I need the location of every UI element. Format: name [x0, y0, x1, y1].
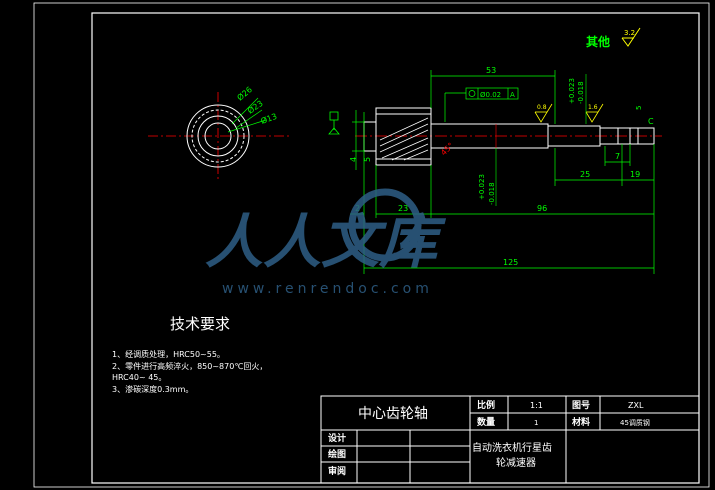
dim-53-lines	[430, 70, 556, 124]
dim-53: 53	[486, 66, 496, 75]
tol-lower-1: -0.018	[577, 81, 585, 104]
dim-23: 23	[398, 204, 408, 213]
tech-item-2: 2、零件进行高频淬火，850~870℃回火，	[112, 361, 267, 371]
other-roughness-label: 其他	[586, 34, 610, 49]
dim-5: 5	[363, 157, 372, 162]
material-label: 材料	[571, 416, 590, 428]
dim-5-top: 5	[635, 106, 643, 110]
assembly-line-2: 轮减速器	[496, 456, 536, 469]
watermark: 人人文库 www.renrendoc.com	[205, 188, 447, 297]
dim-phi13: Ø13	[259, 111, 278, 126]
tol-lower-2: -0.018	[488, 182, 496, 205]
watermark-url: www.renrendoc.com	[222, 281, 433, 297]
dim-96: 96	[537, 204, 547, 213]
assembly-line-1: 自动洗衣机行星齿	[472, 441, 552, 454]
tolerance-frame	[444, 87, 519, 122]
dim-7: 7	[615, 152, 620, 161]
dim-45: 45°	[439, 141, 455, 157]
roughness-symbol-1	[534, 103, 553, 123]
tech-item-1: 1、经调质处理，HRC50~55。	[112, 349, 225, 359]
tech-item-3: HRC40~ 45。	[112, 373, 166, 382]
tol-upper-1: +0.023	[568, 78, 576, 104]
roughness-symbol-other	[621, 27, 641, 47]
qty-label: 数量	[477, 416, 495, 428]
scale-label: 比例	[477, 399, 495, 411]
roughness-value-1: 0.8	[537, 104, 547, 111]
outer-frame	[33, 2, 710, 488]
drawing-no-value: ZXL	[628, 401, 644, 410]
tech-item-4: 3、渗碳深度0.3mm。	[112, 384, 193, 394]
dim-19: 19	[630, 170, 640, 179]
design-label: 设计	[328, 432, 346, 444]
dim-25: 25	[580, 170, 590, 179]
gear-teeth-hatch	[379, 117, 429, 161]
dim-125: 125	[503, 258, 518, 267]
tolerance-value: Ø0.02	[480, 91, 501, 99]
tech-heading: 技术要求	[170, 315, 230, 333]
other-roughness-value: 3.2	[624, 29, 635, 37]
review-label: 审阅	[328, 465, 346, 477]
end-view	[148, 92, 290, 180]
datum-a-marker	[328, 111, 340, 135]
drawing-no-label: 图号	[572, 400, 590, 411]
roughness-symbol-2	[585, 103, 604, 123]
dim-left-lines	[352, 110, 365, 180]
dim-phi26: Ø26	[235, 84, 254, 102]
chamfer-label: C	[648, 117, 654, 126]
watermark-text: 人人文库	[205, 208, 447, 276]
roughness-value-2: 1.6	[588, 104, 598, 111]
tolerance-ref: A	[510, 91, 515, 99]
material-value: 45调质钢	[620, 418, 650, 427]
dim-4: 4	[349, 157, 358, 162]
shaft-side-view	[355, 107, 662, 166]
tol-upper-2: +0.023	[478, 174, 486, 200]
scale-value: 1:1	[530, 401, 543, 410]
part-name: 中心齿轮轴	[358, 406, 428, 422]
draw-label: 绘图	[328, 448, 346, 460]
title-block	[320, 395, 700, 484]
qty-value: 1	[534, 419, 538, 427]
dim-right-lines	[554, 144, 655, 186]
